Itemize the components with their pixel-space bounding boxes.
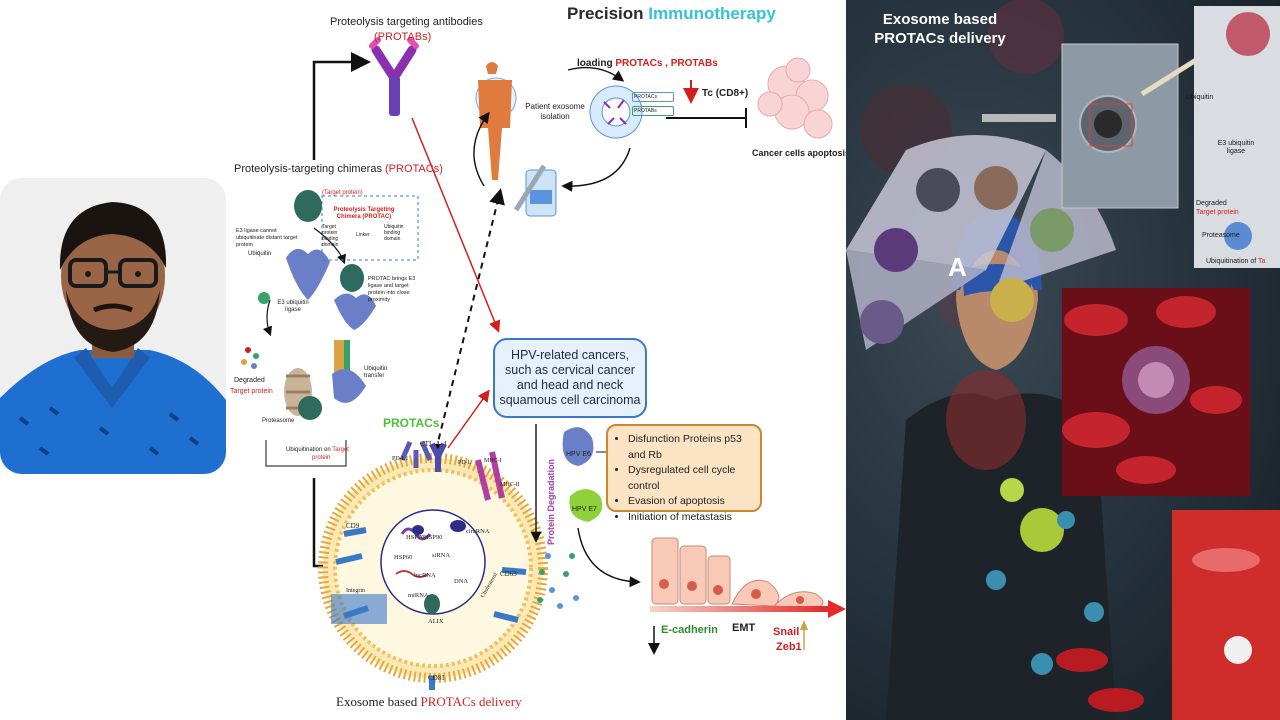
exosome-caption: Exosome based PROTACs delivery: [336, 694, 522, 709]
protac-mechanism-scheme: [241, 190, 419, 467]
protac-legend-title: Proteolysis Targeting Chimera (PROTAC): [333, 207, 395, 220]
patient-exosome-label: Patient exosome isolation: [525, 102, 585, 121]
arrow-e7-to-emt: [577, 527, 641, 588]
legend-ubiquitin-domain: Ubiquitin binding domain: [384, 224, 404, 242]
ecadherin-label: E-cadherin: [661, 624, 718, 636]
zeb1-label: Zeb1: [776, 641, 802, 653]
mini-protacs-tag: PROTACs: [632, 92, 674, 102]
pdl1-label: PD-L1: [392, 456, 409, 462]
dashed-arrow-to-precision: [435, 188, 505, 451]
degraded-protein-dots: [537, 553, 579, 609]
ubiquitin-label: Ubiquitin: [248, 251, 272, 257]
proteasome-label: Proteasome: [262, 418, 295, 424]
effect-item-4: Initiation of metastasis: [628, 510, 754, 526]
inset-e3-label: E3 ubiquitin ligase: [1217, 140, 1255, 155]
mhc2-label: MHC-II: [500, 482, 520, 488]
arrow-to-protabs: [312, 52, 371, 160]
red-arrow-exosome-to-hpv: [447, 389, 490, 449]
effect-item-2: Dysregulated cell cycle control: [628, 463, 754, 494]
ubiquitin-transfer-label: Ubiquitin transfer: [364, 366, 388, 379]
cd9-label: CD9: [346, 522, 360, 530]
circrna-label: circRNA: [466, 528, 490, 535]
protein-degradation-label: Protein Degradation: [546, 458, 556, 545]
hpv-effects-box: Disfunction Proteins p53 and Rb Dysregul…: [606, 424, 762, 523]
mirna-label: miRNA: [408, 592, 429, 599]
protacs-green-label: PROTACs: [383, 416, 440, 430]
inset-ubiquitin-label: Ubiquitin: [1186, 94, 1214, 101]
ctla4-label: CTL-A-4: [420, 440, 447, 448]
hpv-e7-icon: [569, 489, 603, 522]
loading-label: loading PROTACs , PROTABs: [577, 58, 718, 69]
protabs-abbr: (PROTABs): [374, 31, 432, 43]
diagram-canvas: [241, 37, 846, 690]
inset-ubiquitination-label: Ubiquitination of Ta: [1206, 258, 1266, 265]
inset-degraded-label: Degraded: [1196, 200, 1227, 207]
precision-cycle: [473, 62, 643, 217]
person-portrait-illustration: [0, 178, 226, 474]
inset-proteasome-label: Proteasome: [1202, 232, 1240, 239]
tc-inhibition: [666, 80, 747, 128]
right-panel-title: Exosome based PROTACs delivery: [874, 11, 1006, 47]
mhc1-label: MHC-I: [484, 458, 502, 464]
hsp90-label: HSP90: [424, 534, 443, 541]
emt-label: EMT: [732, 622, 756, 634]
effect-item-1: Disfunction Proteins p53 and Rb: [628, 432, 754, 463]
protabs-title: Proteolysis targeting antibodies: [330, 16, 483, 28]
degraded-label: Degraded: [234, 377, 265, 384]
alix-label: ALIX: [428, 618, 444, 625]
exosome-delivery-illustration: Exosome based PROTACs delivery Ubiquitin…: [846, 0, 1280, 720]
cancer-apoptosis-label: Cancer cells apoptosis: [752, 148, 851, 158]
target-protein-tag: (Target protein): [322, 190, 363, 196]
effect-item-3: Evasion of apoptosis: [628, 494, 754, 510]
protac-brings-text: PROTAC brings E3 ligase and target prote…: [368, 276, 416, 303]
cd63-label: CD63: [500, 570, 517, 578]
degraded-target-label: Target protein: [230, 388, 273, 395]
hero-helmet-letter: A: [948, 252, 967, 282]
mini-protabs-tag: PROTABs: [632, 106, 674, 116]
red-arrow-protabs-to-hpv: [411, 117, 501, 333]
legend-linker: Linker: [356, 232, 370, 238]
emt-gradient-bar: [650, 606, 828, 612]
hsp60-label: HSP60: [394, 554, 413, 561]
hpv-e6-icon: [562, 427, 594, 466]
hpv-cancers-text: HPV-related cancers, such as cervical ca…: [499, 348, 641, 407]
exosome-structure: [318, 440, 548, 690]
dna-label: DNA: [454, 578, 469, 585]
cd81-label: CD81: [428, 674, 445, 682]
ubiquitination-protein-label: protein: [312, 455, 331, 461]
hpv-e7-label: HPV E7: [572, 506, 597, 513]
hpv-cancers-box: HPV-related cancers, such as cervical ca…: [493, 338, 647, 418]
lncrna-label: lncRNA: [414, 572, 436, 579]
inset-target-label: Target protein: [1196, 209, 1239, 216]
integrin-label: Integrin: [346, 588, 365, 594]
sirna-label: siRNA: [432, 552, 451, 559]
ubiquitination-label: Ubiquitination on Target: [286, 447, 349, 453]
protab-antibody-icon: [369, 37, 419, 116]
cancer-cells-cluster: [757, 57, 833, 139]
author-photo: [0, 178, 226, 474]
protacs-title: Proteolysis-targeting chimeras (PROTACs): [234, 163, 443, 175]
illustration-art: [846, 0, 1280, 720]
e3-ligase-label: E3 ubiquitin ligase: [277, 300, 309, 313]
snail-label: Snail: [773, 626, 800, 638]
e3-cannot-text: E3 ligase cannot ubiquitinate distant ta…: [236, 228, 298, 248]
hpv-effects-list: Disfunction Proteins p53 and Rb Dysregul…: [616, 432, 754, 525]
hpv-e6-label: HPV E6: [566, 451, 591, 458]
tc-cd8-label: Tc (CD8+): [702, 88, 749, 99]
precision-title: Precision Immunotherapy: [567, 4, 776, 23]
emt-cells: [651, 537, 824, 609]
hsp70-label: HSP70: [406, 534, 425, 541]
pdl-label: PD-L: [458, 460, 472, 466]
legend-target-domain: Target protein binding domain: [322, 224, 339, 248]
